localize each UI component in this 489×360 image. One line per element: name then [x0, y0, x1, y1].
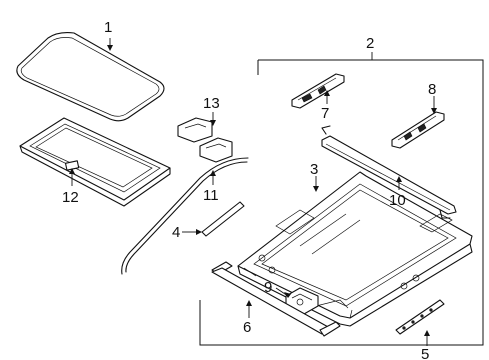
- leader-12-arrow: [69, 168, 75, 174]
- callout-13: 13: [203, 95, 220, 112]
- leader-1-arrow: [107, 45, 113, 51]
- callout-2: 2: [366, 35, 374, 52]
- part-4-drain-tube: [201, 201, 245, 237]
- callout-1: 1: [104, 19, 112, 36]
- part-12-sunshade-frame: [19, 117, 171, 207]
- leader-7-arrow: [324, 90, 330, 96]
- part-8-guide-rail: [391, 111, 445, 149]
- callout-3: 3: [310, 161, 318, 178]
- part-11-weatherstrip: [121, 157, 249, 275]
- callout-9: 9: [264, 279, 272, 296]
- part-6-rear-tube: [211, 261, 341, 337]
- callout-12: 12: [62, 189, 79, 206]
- leader-5-arrow: [424, 330, 430, 336]
- callout-11: 11: [203, 187, 219, 204]
- callout-10: 10: [389, 192, 406, 209]
- leader-6-arrow: [246, 300, 252, 306]
- leader-10-arrow: [396, 176, 402, 182]
- part-3-sunroof-frame: [237, 171, 473, 327]
- leader-11-arrow: [210, 170, 216, 176]
- leader-8-arrow: [431, 108, 437, 114]
- callout-5: 5: [421, 346, 429, 360]
- callout-7: 7: [321, 105, 329, 122]
- callout-8: 8: [428, 81, 436, 98]
- leader-4-arrow: [196, 229, 202, 235]
- part-13-brackets: [177, 117, 233, 163]
- part-5-trim-strip: [395, 299, 445, 335]
- part-7-guide-rail: [291, 73, 345, 109]
- assembly-group-box: [199, 59, 484, 346]
- leader-9-arrow: [284, 292, 291, 298]
- callout-6: 6: [243, 319, 251, 336]
- part-1-glass-panel: [16, 32, 165, 122]
- leader-3-arrow: [313, 186, 319, 192]
- leader-13-arrow: [210, 120, 216, 126]
- callout-4: 4: [172, 224, 180, 241]
